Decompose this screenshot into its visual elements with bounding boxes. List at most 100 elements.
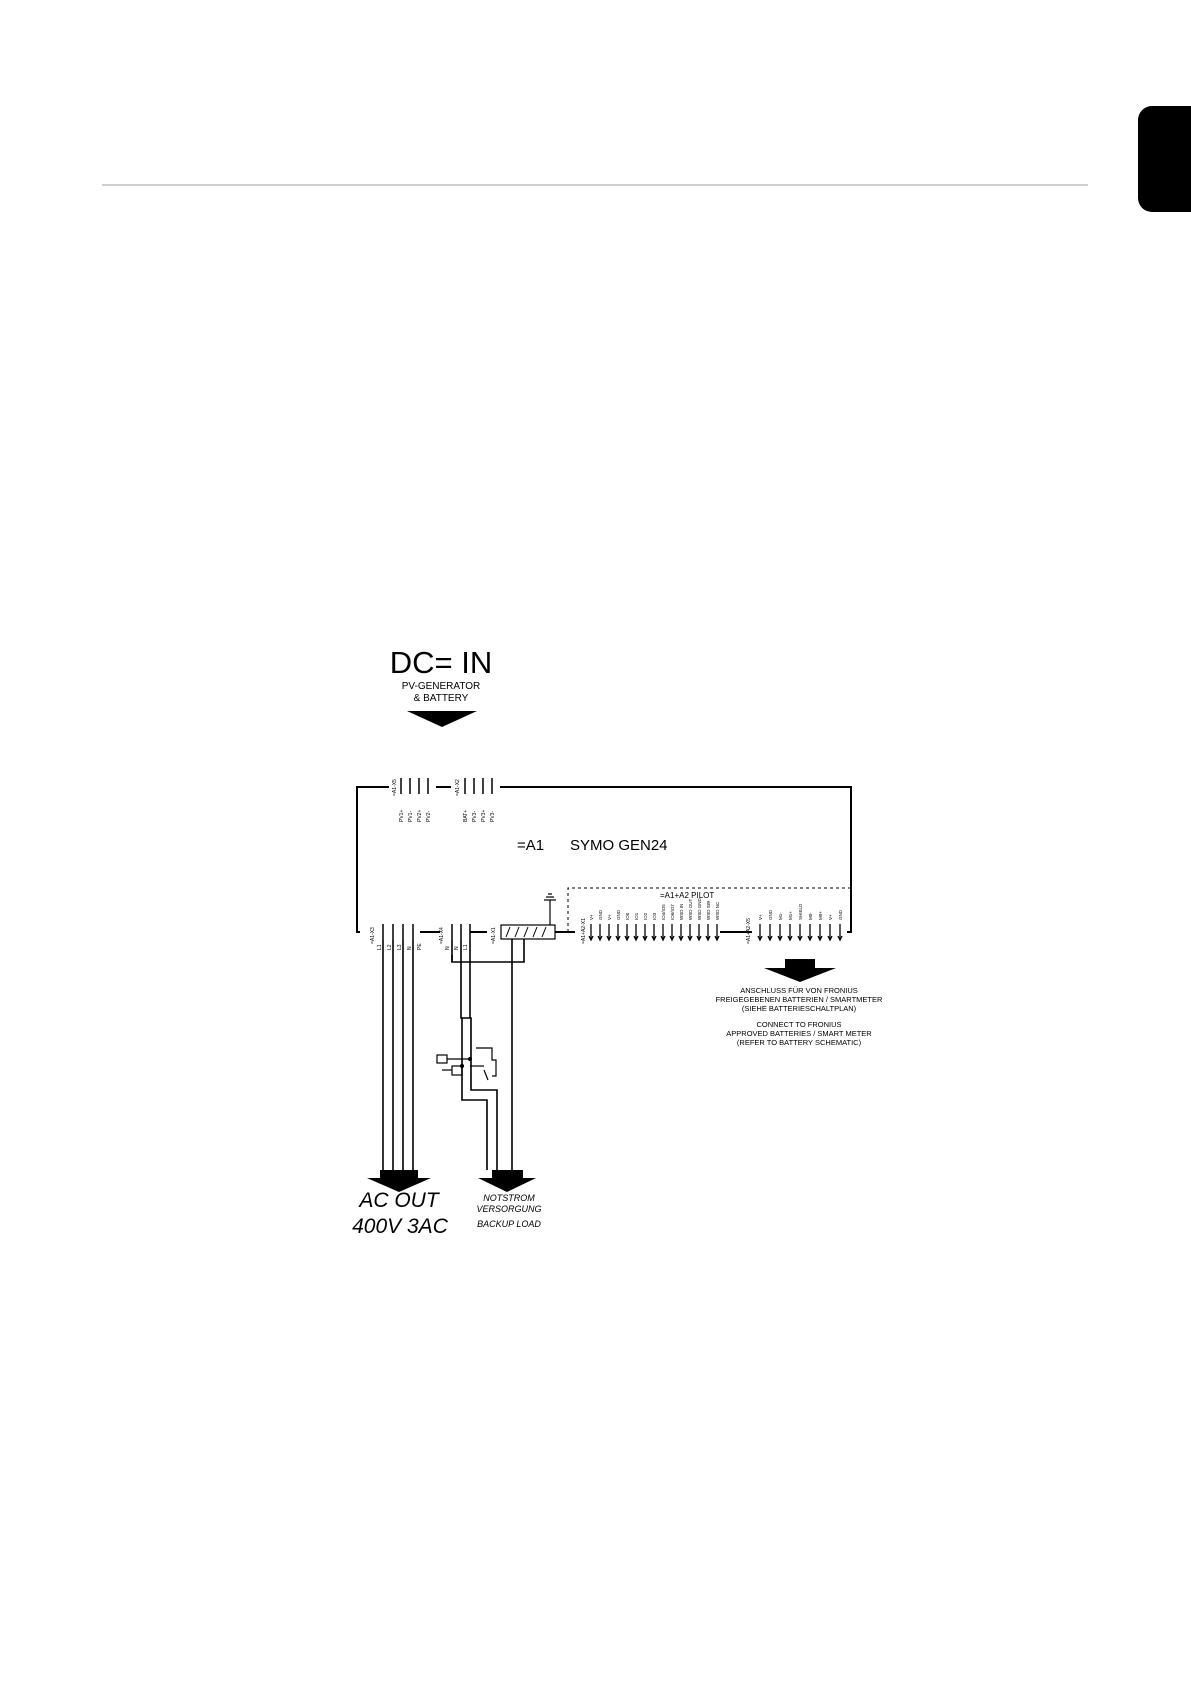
- device-box-right-edge: [500, 786, 852, 933]
- pin-pv2-minus: PV2-: [426, 811, 432, 822]
- ac-out-arrow: [367, 1170, 431, 1192]
- device-id: =A1: [517, 837, 544, 854]
- pilot-pin-tip: [615, 935, 621, 942]
- backup-wiring: [451, 939, 525, 1170]
- backup-arrow: [478, 1170, 536, 1192]
- pilot-pin-tip: [767, 935, 773, 942]
- pilot-pin-tip: [705, 935, 711, 942]
- ac-out-line2: 400V 3AC: [352, 1215, 449, 1238]
- pin-backup-n2: N: [454, 946, 460, 950]
- dc-in-line2: & BATTERY: [414, 693, 469, 704]
- pilot-pin-tip: [660, 935, 666, 942]
- terminal-label-a2x1: =A1+A2-X1: [581, 918, 587, 944]
- pin-pv2-plus: PV2+: [417, 810, 423, 822]
- battery-connect-arrow: [764, 959, 836, 982]
- backup-line3: BACKUP LOAD: [477, 1219, 541, 1229]
- pilot-pin-label: V+: [828, 914, 833, 920]
- pilot-pin-label: SHIELD: [798, 903, 803, 920]
- pilot-pin-label: IO2: [643, 912, 648, 920]
- pilot-pin-tip: [678, 935, 684, 942]
- pilot-pin-label: GND: [598, 909, 603, 920]
- pilot-pin-tip: [633, 935, 639, 942]
- terminal-label-x1: =A1-X1: [491, 927, 497, 944]
- pilot-pin-tip: [597, 935, 603, 942]
- pilot-pins-right: [757, 924, 843, 942]
- terminal-block-x2: =A1-X2 BAT+ PV3- PV3+ PV3-: [455, 778, 496, 822]
- pilot-pin-label: IO1: [634, 912, 639, 920]
- pin-backup-n1: N: [445, 946, 451, 950]
- pilot-pin-label: GND: [768, 909, 773, 920]
- dc-in-title: DC= IN: [390, 645, 493, 680]
- note-de-2: FREIGEGEBENEN BATTERIEN / SMARTMETER: [716, 995, 883, 1004]
- pilot-pin-label: IO4/IO5: [661, 904, 666, 920]
- pin-pv1-minus: PV1-: [408, 811, 414, 822]
- pilot-pin-tip: [696, 935, 702, 942]
- pin-l3: L3: [397, 944, 403, 950]
- pilot-box-outline: [567, 887, 851, 932]
- pilot-box: =A1+A2 PILOT: [567, 887, 851, 932]
- pin-pe: PE: [417, 943, 423, 950]
- pilot-pin-label: M0+: [818, 911, 823, 920]
- terminal-block-x3: =A1-X3 L1 L2 L3 N PE: [370, 924, 423, 950]
- pilot-pin-label: V+: [758, 914, 763, 920]
- pilot-pin-tip: [787, 935, 793, 942]
- pilot-pin-tip: [651, 935, 657, 942]
- pilot-pin-tip: [837, 935, 843, 942]
- pin-pv3-minus-2: PV3-: [490, 811, 496, 822]
- terminal-label-x5: =A1-X5: [392, 779, 398, 796]
- note-de-1: ANSCHLUSS FÜR VON FRONIUS: [740, 986, 858, 995]
- pilot-pin-label: WSD SW: [706, 900, 711, 920]
- pilot-pin-tip: [807, 935, 813, 942]
- pin-l2: L2: [387, 944, 393, 950]
- pilot-pin-tip: [797, 935, 803, 942]
- pin-n: N: [407, 946, 413, 950]
- pilot-label: =A1+A2 PILOT: [660, 891, 714, 900]
- device-name: SYMO GEN24: [570, 837, 668, 854]
- pilot-pin-tip: [588, 935, 594, 942]
- ac-output-wires: [382, 940, 414, 1170]
- pilot-pin-label: GND: [838, 909, 843, 920]
- pilot-pin-tip: [642, 935, 648, 942]
- device-box: [356, 786, 852, 933]
- pilot-pin-label: IO3: [652, 912, 657, 920]
- pilot-pin-label: V+: [589, 914, 594, 920]
- pilot-pin-tip: [757, 935, 763, 942]
- terminal-block-x1: =A1-X1: [491, 893, 556, 944]
- note-en-2: APPROVED BATTERIES / SMART METER: [726, 1029, 872, 1038]
- terminal-label-x3: =A1-X3: [370, 927, 376, 944]
- page-header-rule: [102, 184, 1088, 186]
- pilot-pin-label: IO0: [625, 912, 630, 920]
- pilot-pin-label: WSD NC: [715, 901, 720, 920]
- pilot-pin-labels-right: V+ GND M1- M1+ SHIELD M0- M0+ V+ GND: [758, 903, 843, 920]
- terminal-label-x2: =A1-X2: [455, 779, 461, 796]
- dc-in-group: DC= IN PV-GENERATOR & BATTERY: [390, 645, 493, 727]
- note-en-1: CONNECT TO FRONIUS: [756, 1020, 841, 1029]
- pilot-pin-label: M1-: [778, 912, 783, 920]
- pilot-terminal-a2x1: =A1+A2-X1 V+ GND V+ GND IO0 IO1 IO2 IO3 …: [581, 898, 720, 944]
- pilot-pin-label: M0-: [808, 912, 813, 920]
- pilot-pin-label: IO6/IO7: [670, 904, 675, 920]
- ac-out-line1: AC OUT: [357, 1189, 441, 1212]
- pilot-pin-tip: [777, 935, 783, 942]
- pilot-pin-tip: [606, 935, 612, 942]
- pilot-pin-label: WSD IN: [679, 904, 684, 920]
- pilot-pin-label: GND: [616, 909, 621, 920]
- pin-pv3-minus: PV3-: [472, 811, 478, 822]
- pilot-pin-tip: [827, 935, 833, 942]
- terminal-label-a2x5: =A1+A2-X5: [746, 918, 752, 944]
- pilot-terminal-a2x5: =A1+A2-X5 V+ GND M1- M1+ SHIELD M0- M0+ …: [746, 903, 843, 944]
- pilot-pin-label: WSD GND: [697, 898, 702, 920]
- pilot-pin-labels-left: V+ GND V+ GND IO0 IO1 IO2 IO3 IO4/IO5 IO…: [589, 898, 720, 920]
- pin-bat-plus: BAT+: [463, 810, 469, 822]
- side-tab-marker: [1138, 106, 1191, 212]
- pilot-pin-tip: [714, 935, 720, 942]
- pin-pv3-plus: PV3+: [481, 810, 487, 822]
- terminal-block-x4: =A1-X4 N N L1: [439, 924, 471, 950]
- pilot-pin-tip: [817, 935, 823, 942]
- battery-connect-group: ANSCHLUSS FÜR VON FRONIUS FREIGEGEBENEN …: [716, 959, 883, 1047]
- note-de-3: (SIEHE BATTERIESCHALTPLAN): [742, 1004, 857, 1013]
- pilot-pin-tip: [687, 935, 693, 942]
- pin-l1: L1: [377, 944, 383, 950]
- relay-coil: [436, 1054, 448, 1064]
